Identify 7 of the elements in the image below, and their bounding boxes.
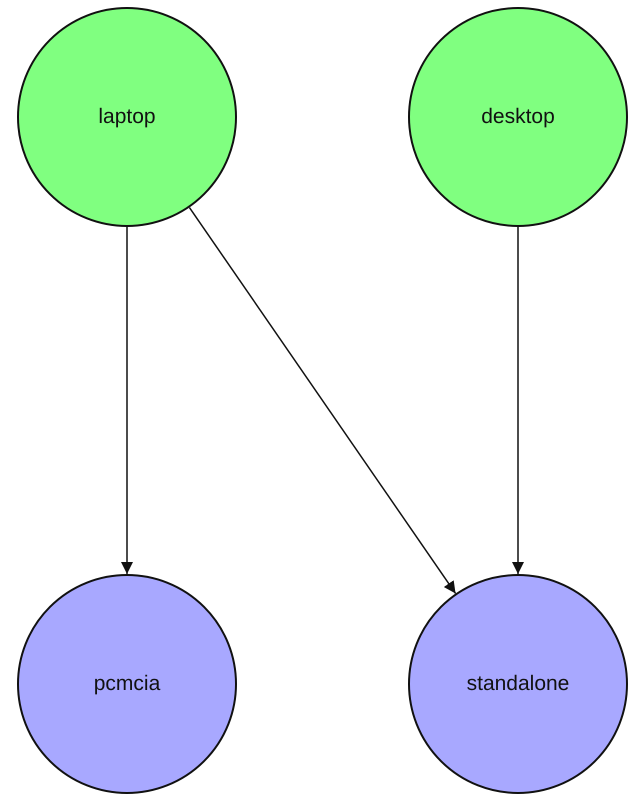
arrow [512, 227, 524, 574]
node-label: standalone [466, 672, 570, 696]
node-label: pcmcia [94, 672, 160, 696]
node-label: desktop [481, 105, 555, 129]
node-label: laptop [98, 105, 156, 129]
arrow [188, 207, 456, 594]
arrow [121, 227, 133, 574]
